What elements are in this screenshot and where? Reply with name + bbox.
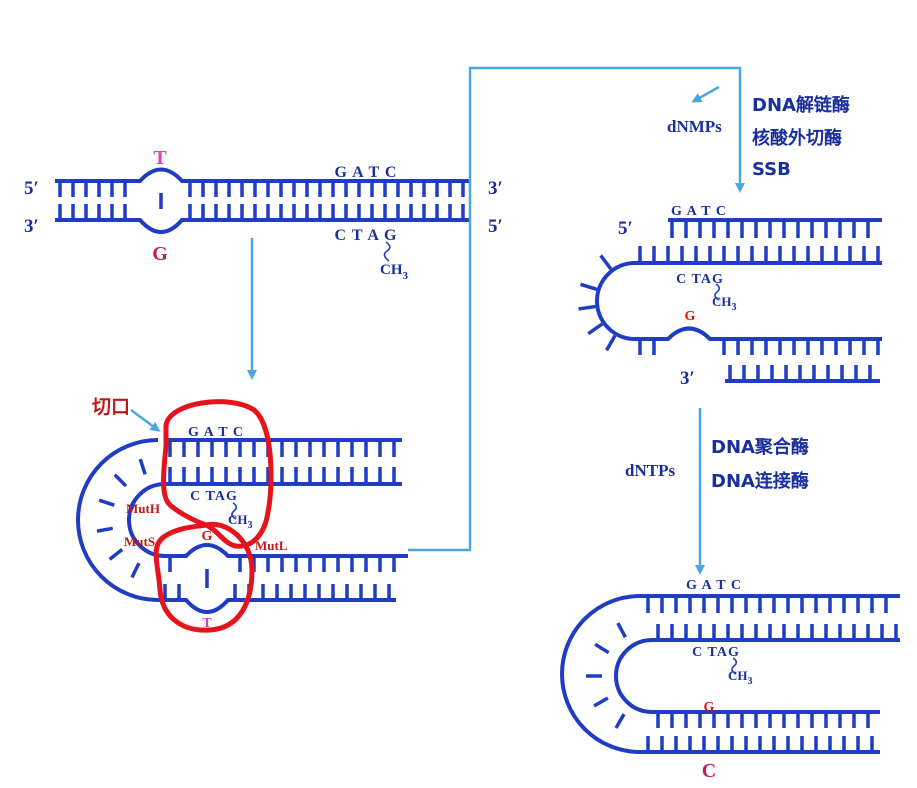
mismatch-base-g: G (202, 529, 213, 544)
top-strand (55, 167, 470, 183)
loop-arc-strand (595, 261, 636, 341)
ligase-label: DNA连接酶 (711, 470, 809, 492)
methyl-group-label: CH3 (728, 668, 753, 687)
gatc-site-top: G A T C (188, 425, 244, 440)
base-pair-tick (614, 713, 626, 729)
base-pair-tick (130, 562, 141, 579)
remaining-base-g: G (685, 309, 696, 324)
base-pair-tick (616, 622, 627, 638)
base-pair-tick (138, 458, 147, 475)
gatc-site-bottom: C TAG (692, 645, 740, 660)
base-pair-tick (594, 642, 610, 655)
methyl-group-label: CH3 (712, 294, 737, 313)
base-pair-tick (593, 696, 609, 708)
gatc-site-bottom: C TAG (190, 489, 238, 504)
bottom-strand (55, 218, 470, 234)
five-prime-label: 5′ (24, 178, 39, 199)
dna-strands-layer (55, 66, 900, 754)
gatc-site-bottom: C TAG (676, 272, 724, 287)
gatc-site-top: G A T C (686, 578, 742, 593)
outer-arc-strand (560, 594, 641, 754)
five-prime-label: 5′ (488, 216, 503, 237)
loop-bottom-strand (635, 326, 882, 341)
methyl-bond (731, 657, 738, 675)
enzyme-outline-layer (153, 399, 274, 633)
template-base-g: G (704, 700, 715, 715)
base-pair-tick (578, 304, 596, 311)
step-connector-arrow (408, 66, 745, 552)
base-pair-tick (604, 334, 617, 352)
gatc-site-bottom: C T A G (335, 227, 398, 244)
muth-label: MutH (126, 501, 160, 516)
methyl-bond (383, 241, 391, 262)
labels-layer: 5′ 3′ 3′ 5′ T G G A T C C T A G CH3 切口 G… (24, 94, 850, 782)
inner-arc-strand (127, 482, 166, 558)
base-pair-tick (108, 548, 124, 561)
helicase-label: DNA解链酶 (752, 94, 850, 116)
base-pair-tick (96, 526, 114, 533)
gatc-site-top: G A T C (671, 204, 727, 219)
mutl-label: MutL (255, 538, 288, 553)
release-arrow (691, 85, 720, 103)
three-prime-label: 3′ (488, 178, 503, 199)
inner-bottom-strand (165, 543, 408, 558)
base-pair-tick (113, 473, 128, 488)
base-pair-tick (98, 498, 115, 507)
gatc-site-top: G A T C (335, 164, 398, 181)
exonuclease-label: 核酸外切酶 (752, 127, 842, 149)
dnmps-label: dNMPs (667, 117, 722, 136)
outer-arc-strand (76, 438, 159, 602)
mutsl-complex-outline (153, 521, 255, 633)
methyl-group-label: CH3 (380, 262, 409, 282)
ssb-label: SSB (752, 159, 791, 180)
base-pair-tick (599, 254, 613, 271)
five-prime-label: 5′ (618, 218, 633, 239)
outer-bottom-strand (158, 598, 396, 614)
mismatch-base-g: G (152, 243, 168, 265)
base-pair-tick (579, 282, 598, 291)
mismatch-base-t: T (153, 147, 167, 169)
methyl-group-label: CH3 (228, 512, 253, 531)
new-base-c: C (702, 760, 716, 782)
methyl-bond (231, 502, 238, 520)
three-prime-label: 3′ (24, 216, 39, 237)
dntps-label: dNTPs (625, 461, 675, 480)
base-pair-tick (587, 322, 604, 336)
polymerase-label: DNA聚合酶 (711, 436, 809, 458)
mismatch-base-t: T (202, 616, 212, 631)
muts-label: MutS (124, 534, 155, 549)
nick-label: 切口 (92, 396, 130, 418)
methyl-bond (714, 283, 721, 301)
inner-arc-strand (614, 638, 653, 714)
nick-pointer-arrow (130, 408, 161, 432)
three-prime-label: 3′ (680, 368, 695, 389)
